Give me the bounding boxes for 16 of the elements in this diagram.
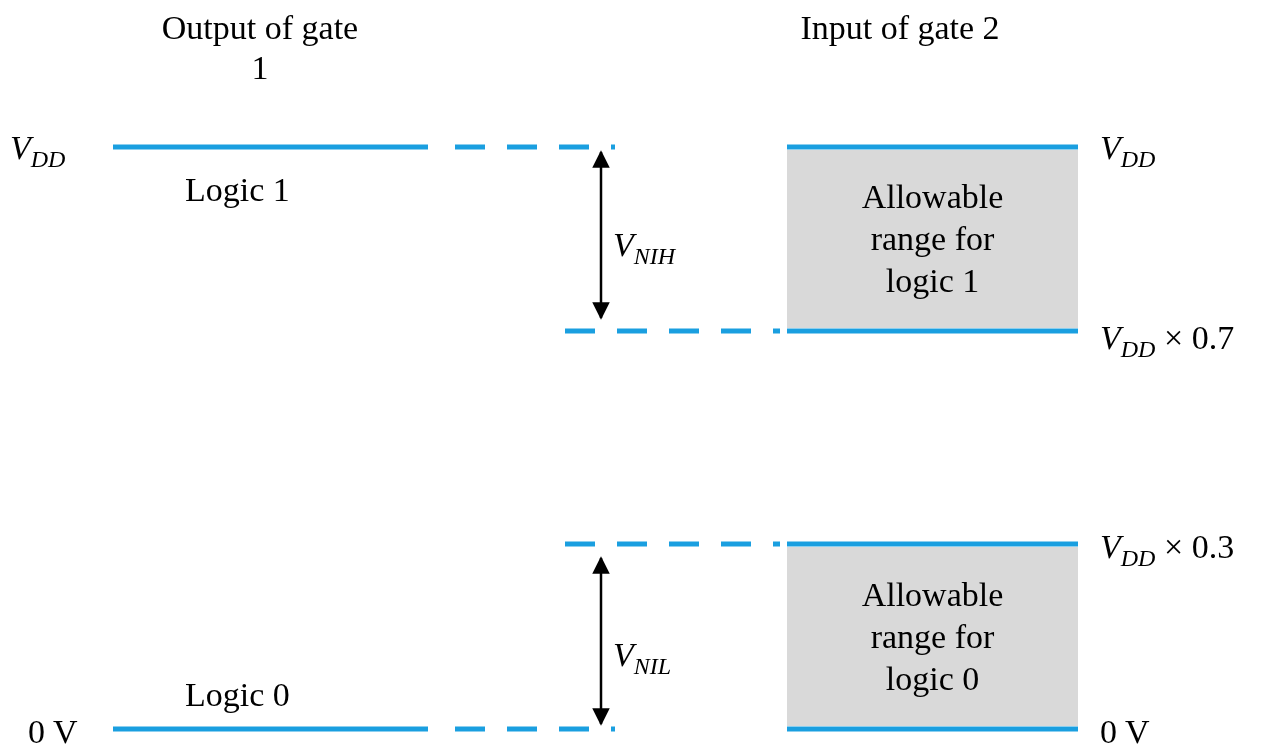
voltage-label: 0 V — [1100, 712, 1150, 752]
voltage-label: V$_{DD}$ — [10, 128, 66, 174]
voltage-label: V$_{DD}$ × 0.3 — [1100, 527, 1235, 573]
range-text: Allowable range for logic 1 — [860, 177, 1005, 301]
margin-label: V$_{NIH}$ — [613, 225, 676, 271]
level-label: Logic 1 — [185, 170, 290, 210]
level-label: Logic 0 — [185, 675, 290, 715]
column-heading: Output of gate 1 — [160, 8, 360, 88]
range-box — [787, 547, 1078, 726]
voltage-label: V$_{DD}$ × 0.7 — [1100, 318, 1235, 364]
voltage-label: 0 V — [28, 712, 78, 752]
margin-label: V$_{NIL}$ — [613, 635, 672, 681]
range-box — [787, 150, 1078, 328]
voltage-label: V$_{DD}$ — [1100, 128, 1156, 174]
range-text: Allowable range for logic 0 — [860, 574, 1005, 699]
column-heading: Input of gate 2 — [800, 8, 1000, 48]
